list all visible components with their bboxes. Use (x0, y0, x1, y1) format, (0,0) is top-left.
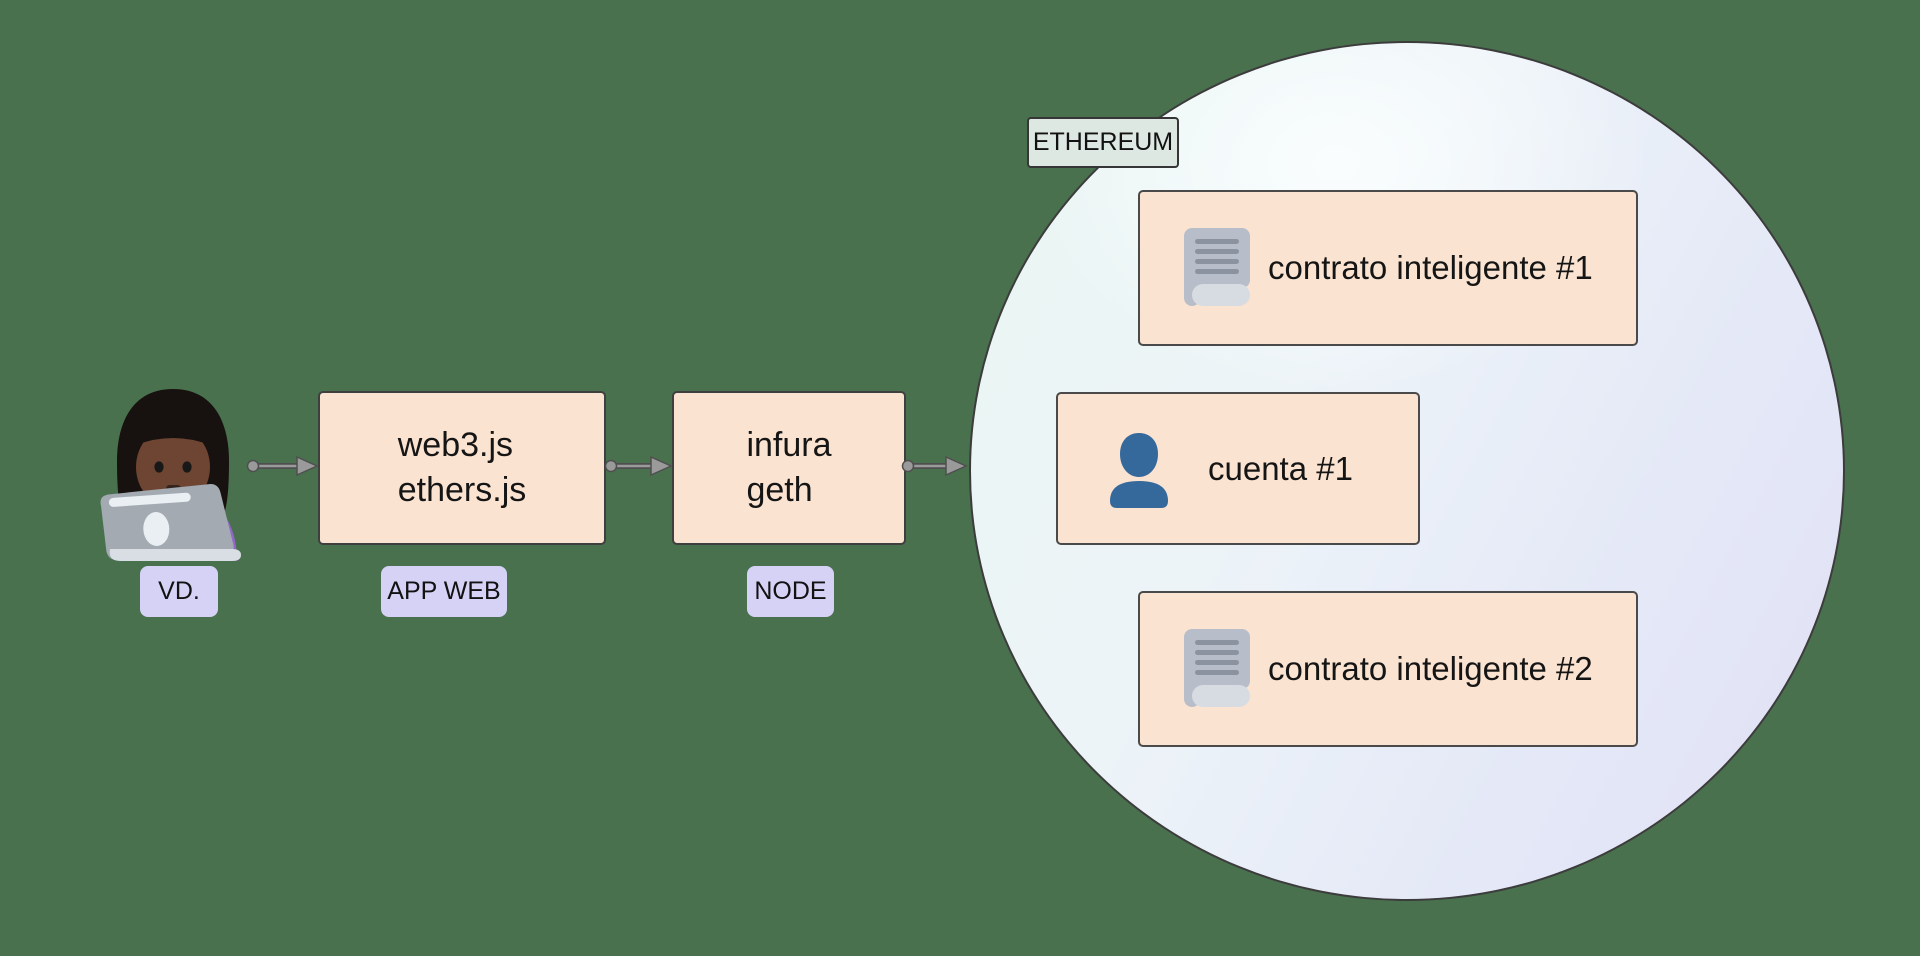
smart-contract-2-box: contrato inteligente #2 (1138, 591, 1638, 747)
node-line1: infura (746, 425, 832, 464)
smart-contract-1-box: contrato inteligente #1 (1138, 190, 1638, 346)
node-box-text: infura geth (746, 423, 831, 513)
smart-contract-1-label: contrato inteligente #1 (1268, 249, 1593, 286)
account-1-label: cuenta #1 (1208, 449, 1353, 487)
developer-tag: VD. (140, 566, 218, 617)
node-tag: NODE (747, 566, 834, 617)
arrow-appweb-to-node (604, 455, 673, 477)
account-1-box: cuenta #1 (1056, 392, 1420, 545)
ethereum-tag: ETHEREUM (1027, 117, 1179, 168)
node-box: infura geth (672, 391, 906, 545)
app-web-tag-label: APP WEB (387, 577, 501, 605)
developer-figure (86, 383, 260, 561)
smart-contract-2-label: contrato inteligente #2 (1268, 650, 1593, 687)
receipt-icon (1178, 228, 1256, 308)
app-web-tag: APP WEB (381, 566, 507, 617)
developer-tag-label: VD. (158, 577, 200, 605)
app-web-line2: ethers.js (397, 471, 527, 509)
ethereum-tag-label: ETHEREUM (1032, 128, 1174, 156)
node-tag-label: NODE (754, 577, 827, 605)
person-silhouette-icon (1108, 429, 1170, 509)
receipt-icon (1178, 629, 1256, 709)
app-web-box: web3.js ethers.js (318, 391, 606, 545)
app-web-line1: web3.js (397, 425, 514, 464)
woman-technologist-emoji (100, 389, 241, 561)
node-line2: geth (746, 471, 813, 509)
app-web-box-text: web3.js ethers.js (398, 423, 527, 513)
arrow-node-to-ethereum (901, 455, 968, 477)
